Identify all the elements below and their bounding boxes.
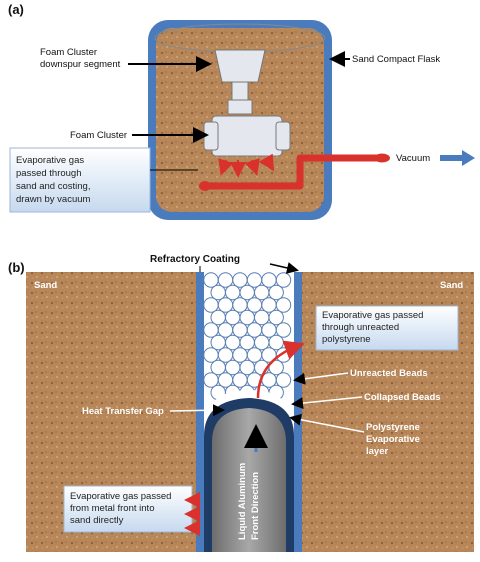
sand-right-label: Sand xyxy=(440,280,463,291)
bead xyxy=(203,297,219,313)
vacuum-label: Vacuum xyxy=(396,153,430,164)
bead xyxy=(232,372,248,388)
bead xyxy=(268,309,284,326)
collapsed-pointer xyxy=(291,396,363,410)
evap-box-a: Evaporative gas passed through sand and … xyxy=(9,147,151,213)
bead xyxy=(232,272,248,288)
bead xyxy=(268,284,284,301)
bead xyxy=(203,272,219,288)
bead xyxy=(268,359,284,376)
bead xyxy=(217,297,234,313)
evap-arrow-b-top xyxy=(256,340,305,399)
bead xyxy=(254,309,270,326)
evap-arrows-b-side xyxy=(184,492,200,536)
bead xyxy=(239,334,255,351)
bead xyxy=(275,272,292,288)
bead xyxy=(232,347,248,363)
gap-pointer xyxy=(169,404,225,417)
vacuum-arrow xyxy=(440,150,475,166)
unreacted-beads xyxy=(203,272,292,401)
unreacted-beads-label: Unreacted Beads xyxy=(350,368,428,379)
bead xyxy=(275,322,292,338)
metal-label-1: Liquid Aluminum xyxy=(237,463,248,540)
evap-box-a-line-4: drawn by vacuum xyxy=(16,194,91,205)
metal-front xyxy=(204,390,294,552)
bead xyxy=(261,322,277,338)
evap-layer-label-2: Evaporative xyxy=(366,434,420,445)
evap-box-b-bottom: Evaporative gas passed from metal front … xyxy=(63,485,193,533)
bead xyxy=(217,372,234,388)
bead xyxy=(225,284,241,301)
unreacted-pointer xyxy=(293,372,349,385)
coating-right xyxy=(294,272,302,552)
bead xyxy=(246,347,263,363)
bead xyxy=(275,372,292,388)
panel-a-tag: (a) xyxy=(8,2,24,17)
bead xyxy=(239,284,255,301)
evap-box-a-line-3: sand and costing, xyxy=(16,181,90,192)
bead xyxy=(210,284,226,301)
evap-layer-label-1: Polystyrene xyxy=(366,422,420,433)
bead xyxy=(225,359,241,376)
bead xyxy=(232,297,248,313)
vacuum-pipe xyxy=(199,153,390,191)
bead xyxy=(246,322,263,338)
bead xyxy=(217,272,234,288)
evap-arrows-a xyxy=(218,153,275,178)
bead xyxy=(210,359,226,376)
bead xyxy=(254,284,270,301)
bead xyxy=(210,309,226,326)
evap-box-a-line-2: passed through xyxy=(16,168,82,179)
bead xyxy=(246,297,263,313)
bead xyxy=(217,347,234,363)
bead xyxy=(261,272,277,288)
bead xyxy=(203,372,219,388)
downspur-label-2: downspur segment xyxy=(40,59,121,70)
metal-label-2: Front Direction xyxy=(250,472,261,540)
evap-box-a-line-1: Evaporative gas xyxy=(16,155,84,166)
bead xyxy=(239,359,255,376)
bead xyxy=(232,322,248,338)
bead xyxy=(203,347,219,363)
coating-label: Refractory Coating xyxy=(150,254,240,265)
evap-box-b-top: Evaporative gas passed through unreacted… xyxy=(315,305,459,351)
coating-left xyxy=(196,272,204,552)
bead xyxy=(261,297,277,313)
gap-label: Heat Transfer Gap xyxy=(82,406,164,417)
evap-box-b-top-line-2: through unreacted xyxy=(322,322,399,333)
coating-pointer xyxy=(269,262,299,274)
sand-left-label: Sand xyxy=(34,280,57,291)
evap-box-b-top-line-1: Evaporative gas passed xyxy=(322,310,423,321)
collapsed-beads-label: Collapsed Beads xyxy=(364,392,441,403)
bead xyxy=(203,322,219,338)
bead xyxy=(217,322,234,338)
bead xyxy=(275,297,292,313)
bead xyxy=(246,272,263,288)
evap-box-b-bottom-line-2: from metal front into xyxy=(70,503,154,514)
evap-box-b-top-line-3: polystyrene xyxy=(322,334,371,345)
bead xyxy=(225,309,241,326)
foam-cluster xyxy=(203,49,291,157)
cluster-label: Foam Cluster xyxy=(70,130,127,141)
evap-box-b-bottom-line-1: Evaporative gas passed xyxy=(70,491,171,502)
bead xyxy=(268,334,284,351)
downspur-label-1: Foam Cluster xyxy=(40,47,97,58)
bead xyxy=(254,334,270,351)
bead xyxy=(210,334,226,351)
bead xyxy=(239,309,255,326)
panel-b-tag: (b) xyxy=(8,260,25,275)
evap-box-b-bottom-line-3: sand directly xyxy=(70,515,124,526)
evap-layer-pointer xyxy=(289,413,365,433)
flask-label: Sand Compact Flask xyxy=(352,54,440,65)
bead xyxy=(225,334,241,351)
evap-layer-label-3: layer xyxy=(366,446,388,457)
